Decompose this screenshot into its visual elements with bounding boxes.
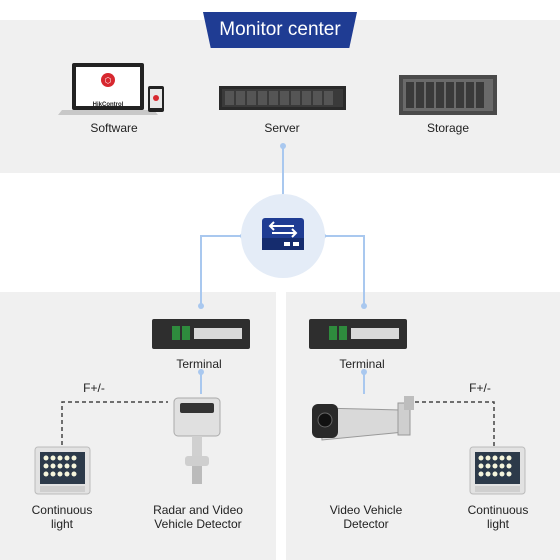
svg-text:⬡: ⬡ (105, 76, 112, 85)
right-light-label-line1: Continuous (467, 503, 529, 517)
connector-switch-left-terminal (200, 235, 243, 306)
radar-detector-icon (173, 397, 221, 484)
connector-switch-right-terminal (323, 235, 365, 306)
software-label: Software (90, 121, 138, 135)
video-detector-label-line1: Video Vehicle (329, 503, 403, 517)
monitor-center-title: Monitor center (203, 12, 357, 48)
left-light-label: Continuous light (17, 503, 107, 531)
connector-lines (200, 146, 365, 394)
right-light-label: Continuous light (453, 503, 543, 531)
video-detector-label-line2: Detector (343, 517, 389, 531)
video-detector-label: Video Vehicle Detector (316, 503, 416, 531)
server-label: Server (264, 121, 300, 135)
left-terminal-label: Terminal (176, 357, 222, 371)
laptop-icon: ⬡ (58, 63, 164, 115)
left-light-label-line1: Continuous (31, 503, 93, 517)
right-terminal-label: Terminal (339, 357, 385, 371)
radar-label-line1: Radar and Video (153, 503, 243, 517)
network-switch-icon (241, 194, 325, 278)
storage-icon (399, 75, 497, 115)
left-flash-label: F+/- (83, 381, 105, 395)
flash-line-left (61, 401, 168, 452)
software-logo-text: HikControl (92, 102, 124, 108)
right-flash-label: F+/- (469, 381, 491, 395)
left-light-label-line2: light (50, 517, 73, 531)
flash-lines (61, 401, 495, 452)
radar-label: Radar and Video Vehicle Detector (140, 503, 256, 531)
right-light-label-line2: light (486, 517, 509, 531)
video-detector-icon (312, 396, 414, 441)
flash-line-right (415, 401, 495, 452)
radar-label-line2: Vehicle Detector (154, 517, 242, 531)
left-terminal-icon (152, 319, 250, 349)
storage-label: Storage (426, 121, 470, 135)
right-light-icon (469, 446, 526, 495)
left-light-icon (34, 446, 91, 495)
right-terminal-icon (309, 319, 407, 349)
server-icon (219, 86, 346, 110)
